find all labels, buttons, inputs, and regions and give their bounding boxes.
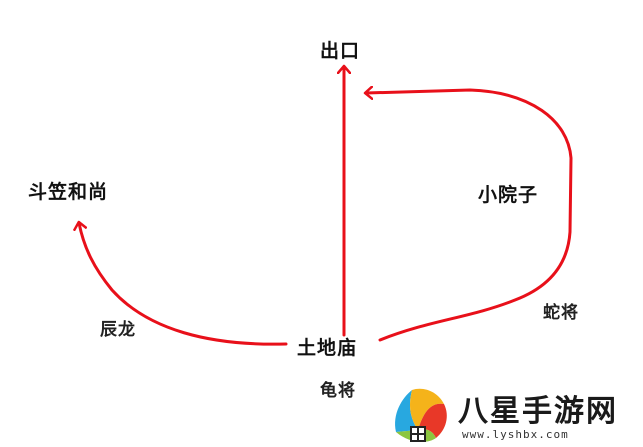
arrow-temple-to-douli-monk	[79, 223, 288, 346]
node-douli-monk: 斗笠和尚	[28, 181, 109, 203]
node-small-yard: 小院子	[478, 184, 539, 206]
arrow-temple-loop-to-exit	[366, 90, 573, 342]
node-earth-temple: 土地庙	[297, 337, 358, 359]
watermark-site-name: 八星手游网	[458, 394, 618, 429]
watermark-logo-icon	[395, 388, 447, 442]
watermark: 八星手游网 www.lyshbx.com	[388, 380, 643, 447]
edge-label-turtle-general: 龟将	[320, 381, 356, 401]
edge-label-snake-general: 蛇将	[543, 303, 579, 323]
watermark-url: www.lyshbx.com	[462, 428, 569, 441]
node-exit: 出口	[320, 40, 361, 62]
edge-label-chenlong: 辰龙	[100, 320, 136, 340]
